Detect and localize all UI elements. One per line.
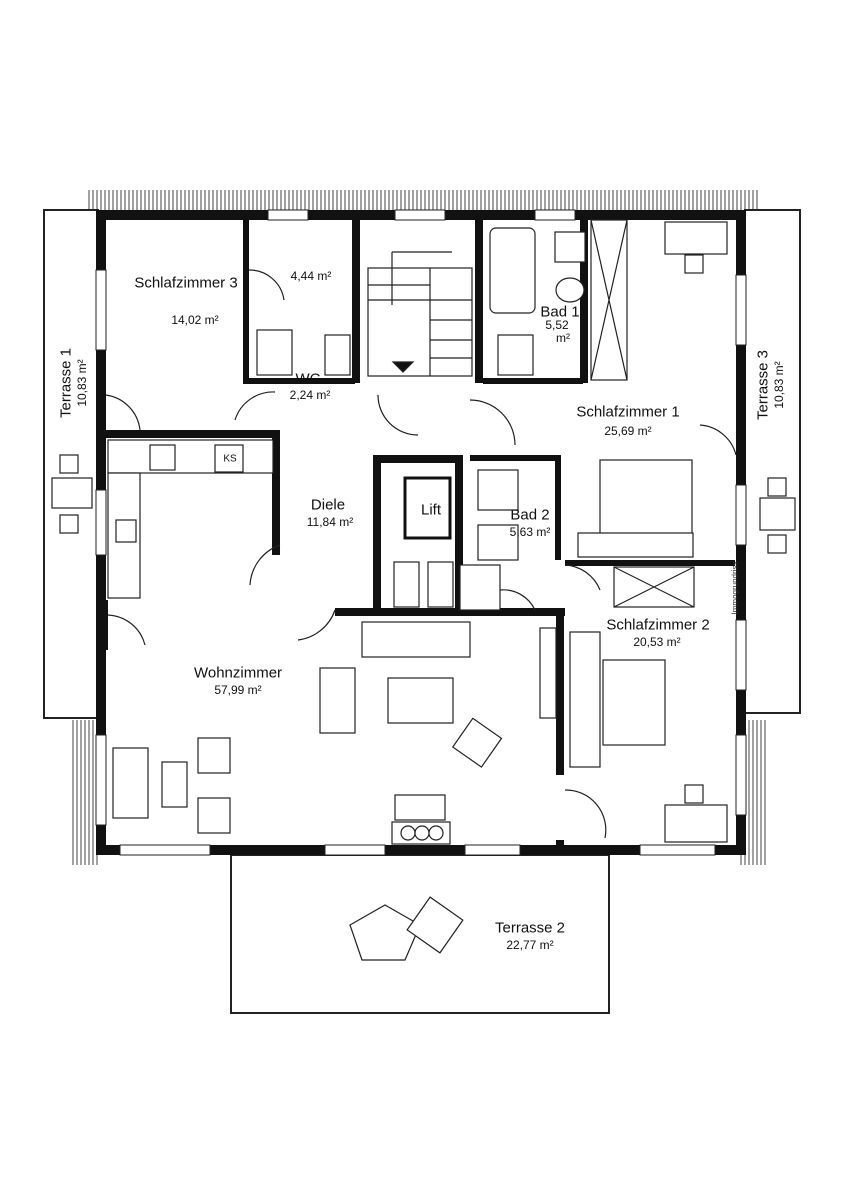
watermark: Immogrundriss: [730, 561, 740, 615]
label-schlafzimmer-3: Schlafzimmer 3: [134, 274, 238, 292]
label-lift: Lift: [420, 501, 442, 519]
furniture: [51, 221, 796, 961]
label-diele: Diele: [310, 496, 346, 514]
label-schlafzimmer-2: Schlafzimmer 2: [606, 616, 710, 634]
area-wc: 2,24 m²: [289, 388, 331, 403]
staircase: [367, 251, 473, 377]
roof-edge-bottom-left: [70, 720, 98, 865]
label-bad-1: Bad 1: [540, 303, 580, 321]
lift-box: [403, 476, 452, 540]
area-terrasse-2: 22,77 m²: [506, 938, 554, 953]
area-schlafzimmer-2: 20,53 m²: [633, 635, 681, 650]
area-terrasse-3: 10,83 m²: [772, 361, 787, 409]
area-terrasse-1: 10,83 m²: [75, 359, 90, 407]
roof-edge-top: [88, 190, 758, 210]
area-bad-1-unit: m²: [556, 331, 570, 346]
label-wc: WC: [295, 370, 321, 388]
area-bad-1-value: 5,52: [545, 318, 569, 333]
label-terrasse-3: Terrasse 3: [754, 349, 772, 421]
area-diele: 11,84 m²: [306, 515, 354, 530]
area-bad-2: 5,63 m²: [509, 525, 551, 540]
terrasse-3-outline: [744, 209, 801, 714]
windows: [95, 209, 747, 856]
area-wohnzimmer: 57,99 m²: [214, 683, 262, 698]
doors: [105, 269, 737, 839]
label-ks: KS: [223, 453, 237, 465]
label-wohnzimmer: Wohnzimmer: [193, 664, 283, 682]
kitchen: [107, 439, 274, 599]
fixtures: [256, 219, 695, 611]
area-schlafzimmer-3: 14,02 m²: [171, 313, 219, 328]
area-schlafzimmer-1: 25,69 m²: [604, 424, 652, 439]
area-abstellraum: 4,44 m²: [290, 269, 332, 284]
label-terrasse-1: Terrasse 1: [57, 347, 75, 419]
label-schlafzimmer-1: Schlafzimmer 1: [576, 403, 680, 421]
label-terrasse-2: Terrasse 2: [494, 919, 566, 937]
label-bad-2: Bad 2: [510, 506, 550, 524]
